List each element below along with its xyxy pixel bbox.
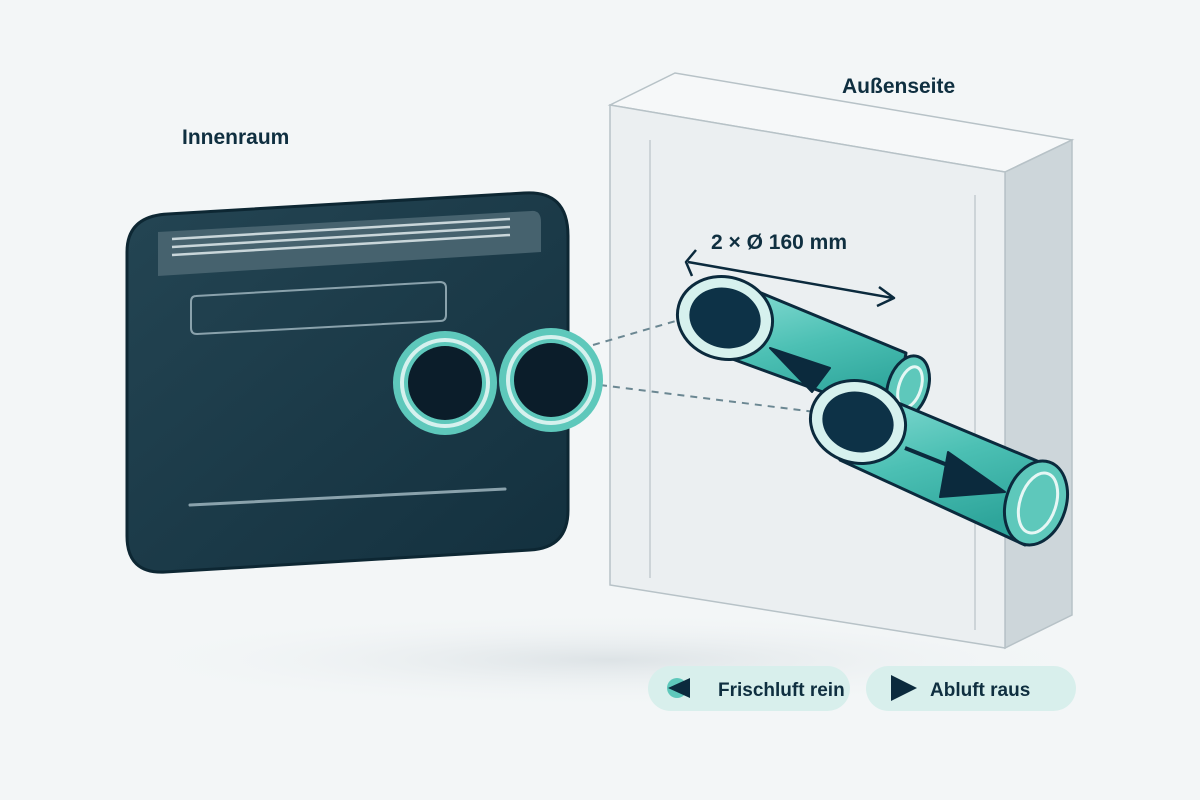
indoor-unit-display-panel	[190, 280, 447, 336]
legend-pill-exhaust	[866, 666, 1076, 711]
dimension-arrow-right	[876, 285, 896, 308]
indoor-port-right	[499, 328, 603, 432]
exhaust-pipe	[808, 378, 1069, 547]
indoor-unit-bottom-strip	[188, 487, 507, 507]
indoor-unit	[125, 191, 603, 574]
legend-label-intake: Frischluft rein	[718, 680, 845, 701]
indoor-port-left	[393, 331, 497, 435]
legend-pill-intake	[648, 666, 850, 711]
intake-pipe-opening	[689, 287, 761, 349]
legend: Frischluft rein Abluft raus	[648, 666, 1076, 711]
legend-item-intake: Frischluft rein	[648, 666, 850, 711]
exhaust-arrow-icon	[939, 451, 1006, 498]
legend-label-exhaust: Abluft raus	[930, 680, 1030, 701]
exhaust-pipe-far-rim	[1016, 471, 1060, 535]
legend-item-exhaust: Abluft raus	[866, 666, 1076, 711]
intake-arrow-icon	[769, 347, 831, 393]
wall-side-face	[1004, 138, 1073, 650]
indoor-unit-body	[125, 191, 570, 574]
dimension-line	[687, 260, 894, 300]
connector-line-top	[592, 317, 687, 346]
outside-label: Außenseite	[842, 75, 955, 98]
vent-slats	[171, 217, 511, 257]
inside-label: Innenraum	[182, 126, 289, 149]
connector-line-bottom	[599, 384, 816, 413]
exhaust-arrow-icon	[891, 675, 917, 701]
floor-shadow	[110, 612, 1110, 708]
dimension-label: 2 × Ø 160 mm	[711, 231, 847, 254]
intake-arrow-icon	[668, 678, 690, 698]
dimension-marker: 2 × Ø 160 mm	[684, 231, 896, 308]
dimension-arrow-left	[684, 249, 697, 277]
exhaust-pipe-opening	[822, 391, 894, 453]
